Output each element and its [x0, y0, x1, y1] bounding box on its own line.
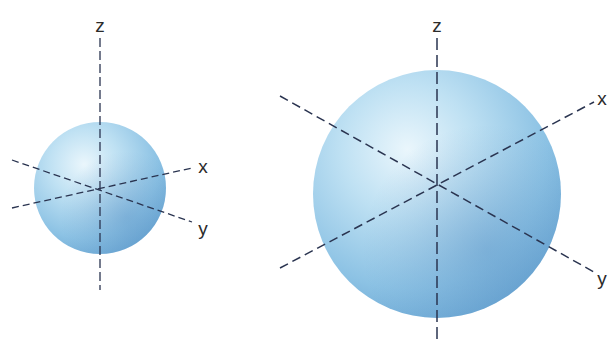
y-axis: [12, 160, 192, 222]
y-axis: [280, 96, 594, 272]
z-axis: [99, 38, 100, 290]
axis-label: x: [198, 157, 208, 176]
axis-label: z: [432, 16, 442, 35]
z-axis: [436, 38, 438, 340]
x-axis: [280, 102, 594, 268]
axis-label: z: [95, 16, 105, 35]
x-axis: [12, 168, 192, 208]
axis-label: y: [198, 219, 208, 238]
axis-label: y: [597, 269, 607, 288]
small-sphere: [12, 38, 192, 290]
axis-label: x: [597, 89, 607, 108]
large-sphere: [280, 38, 594, 340]
